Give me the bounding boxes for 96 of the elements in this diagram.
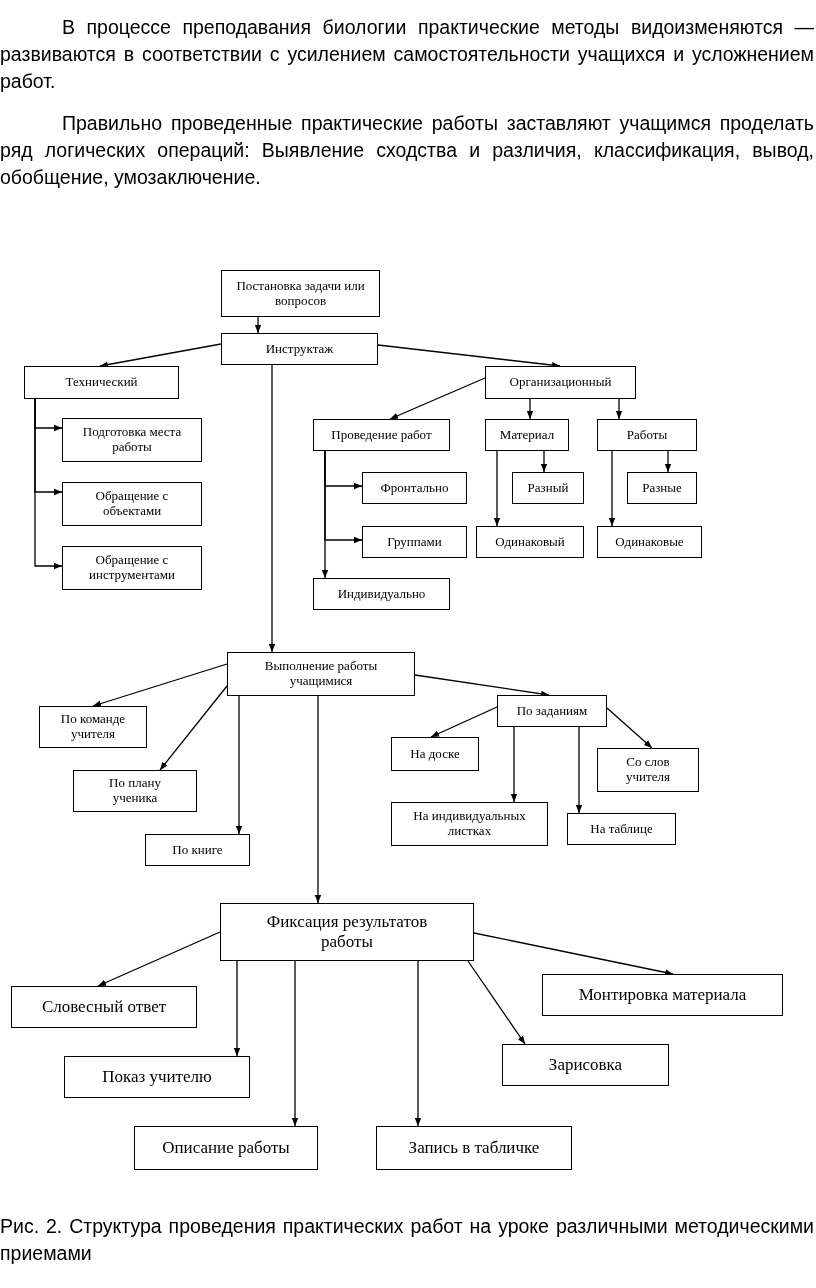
process-box — [497, 695, 607, 727]
box-label: На индивидуальных листках — [412, 809, 527, 839]
box-label: Фиксация результатов работы — [265, 912, 429, 952]
process-box — [62, 482, 202, 526]
box-label: Одинаковый — [495, 534, 565, 550]
process-box — [227, 652, 415, 696]
box-label: Организационный — [509, 375, 612, 390]
process-box — [221, 333, 378, 365]
arrow — [467, 960, 526, 1045]
box-label: Обращение с инструментами — [88, 553, 176, 583]
box-label: На доске — [410, 746, 460, 762]
box-label: Подготовка места работы — [81, 425, 183, 455]
arrow — [321, 450, 329, 579]
process-box — [11, 986, 197, 1028]
box-label: Одинаковые — [615, 534, 684, 550]
process-box — [134, 1126, 318, 1170]
process-box — [391, 802, 548, 846]
process-box — [502, 1044, 669, 1086]
box-label: По плану ученика — [108, 776, 162, 806]
box-label: Со слов учителя — [625, 755, 671, 785]
process-box — [597, 748, 699, 792]
box-label: Технический — [65, 375, 138, 390]
box-label: Материал — [499, 427, 555, 443]
box-label: По книге — [172, 842, 223, 858]
process-box — [313, 419, 450, 451]
arrow — [608, 450, 616, 527]
box-label: Описание работы — [162, 1138, 290, 1158]
process-box — [597, 526, 702, 558]
process-box — [476, 526, 584, 558]
process-box — [362, 472, 467, 504]
box-label: Выполнение работы учащимися — [263, 659, 379, 689]
arrow — [389, 377, 486, 420]
process-box — [145, 834, 250, 866]
box-label: Группами — [387, 534, 442, 550]
arrow — [291, 960, 299, 1127]
arrow — [540, 450, 548, 473]
process-box — [62, 546, 202, 590]
process-box — [485, 419, 569, 451]
arrow — [97, 931, 221, 987]
process-box — [542, 974, 783, 1016]
box-label: Показ учителю — [102, 1067, 212, 1087]
process-box — [73, 770, 197, 812]
process-box — [220, 903, 474, 961]
process-box — [64, 1056, 250, 1098]
box-label: Постановка задачи или вопросов — [235, 278, 366, 309]
box-label: Разный — [527, 480, 569, 496]
paragraph: Правильно проведенные практические работы заставляют учащимся проделать ряд логических операций: Выявление сходства и различия, классификация, вывод, обобщение, умозаключение. — [0, 111, 814, 190]
process-box — [485, 366, 636, 399]
arrow — [314, 695, 322, 904]
arrow — [159, 685, 228, 771]
box-label: Разные — [642, 480, 682, 496]
box-label: По команде учителя — [59, 712, 127, 742]
arrow — [34, 398, 63, 570]
figure-caption: Рис. 2. Структура проведения практических работ на уроке различными методическими приемами — [0, 1214, 814, 1266]
arrow — [233, 960, 241, 1057]
arrow — [430, 706, 498, 738]
arrow — [92, 663, 228, 707]
box-label: Запись в табличке — [408, 1138, 540, 1158]
arrow — [575, 726, 583, 814]
arrow — [606, 707, 653, 749]
process-box — [362, 526, 467, 558]
arrow — [99, 343, 222, 368]
arrow — [268, 364, 276, 653]
process-box — [24, 366, 179, 399]
box-label: По заданиям — [516, 703, 588, 719]
box-label: Обращение с объектами — [94, 489, 170, 519]
arrow — [664, 450, 672, 473]
arrow — [235, 695, 243, 835]
process-box — [39, 706, 147, 748]
box-label: Фронтально — [380, 480, 449, 496]
process-box — [391, 737, 479, 771]
arrow — [414, 960, 422, 1127]
arrow — [493, 450, 501, 527]
process-box — [627, 472, 697, 504]
process-box — [567, 813, 676, 845]
process-box — [512, 472, 584, 504]
box-label: Словесный ответ — [41, 997, 167, 1017]
box-label: Монтировка материала — [578, 985, 747, 1005]
box-label: Зарисовка — [548, 1055, 623, 1075]
box-label: Проведение работ — [331, 427, 432, 443]
arrow — [615, 398, 623, 420]
process-box — [597, 419, 697, 451]
arrow — [414, 674, 550, 697]
process-box — [313, 578, 450, 610]
paragraph: В процессе преподавания биологии практические методы видоизменяются — развиваются в соответствии с усилением самостоятельности учащихся и усложнением работ. — [0, 15, 814, 94]
arrow — [526, 398, 534, 420]
box-label: На таблице — [590, 821, 653, 837]
box-label: Работы — [626, 427, 668, 443]
process-box — [376, 1126, 572, 1170]
box-label: Инструктаж — [265, 341, 334, 357]
arrow — [473, 932, 674, 976]
process-box — [221, 270, 380, 317]
arrow — [254, 316, 262, 334]
process-box — [62, 418, 202, 462]
arrow — [510, 726, 518, 803]
box-label: Индивидуально — [337, 586, 426, 602]
